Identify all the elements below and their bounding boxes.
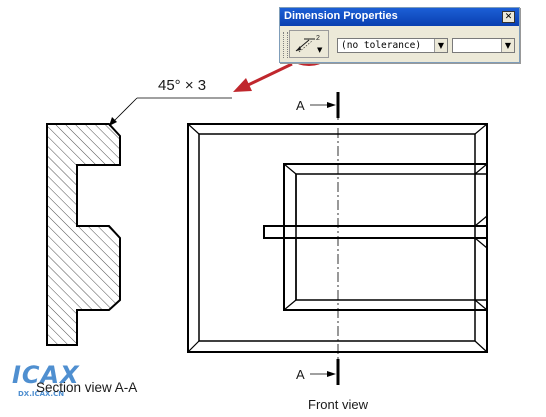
chamfer-callout-text: 45° × 3 <box>158 77 206 94</box>
chevron-down-icon: ▼ <box>317 46 323 54</box>
close-icon[interactable]: ✕ <box>502 11 515 23</box>
front-view <box>187 123 488 353</box>
watermark-logo-text: ICAX <box>12 361 80 389</box>
pointer-arrow <box>233 62 293 92</box>
toolbar-title: Dimension Properties <box>284 10 398 22</box>
cut-label-top: A <box>296 98 305 113</box>
chamfer-callout: 45° × 3 <box>108 77 232 127</box>
chevron-down-icon[interactable]: ▼ <box>501 39 514 52</box>
front-tongue <box>263 225 487 239</box>
tolerance-select[interactable]: (no tolerance) ▼ <box>337 38 448 53</box>
watermark-logo: ICAX DX.ICAX.CN <box>10 361 79 411</box>
chevron-down-icon[interactable]: ▼ <box>434 39 447 52</box>
section-view-caption: Section view A-A <box>36 380 138 395</box>
tolerance-select-value: (no tolerance) <box>341 40 422 51</box>
dimension-properties-toolbar: Dimension Properties ✕ 2 ▼ (no tolerance… <box>279 7 520 63</box>
toolbar-grip[interactable] <box>283 32 288 58</box>
cutting-plane: A A <box>296 92 340 385</box>
dimension-style-button[interactable]: 2 ▼ <box>289 30 329 58</box>
front-view-caption: Front view <box>308 397 368 412</box>
dimension-style-icon: 2 <box>295 35 320 53</box>
toolbar-title-bar[interactable]: Dimension Properties ✕ <box>280 8 519 26</box>
cut-label-bottom: A <box>296 367 305 382</box>
watermark-sub-text: DX.ICAX.CN <box>18 390 65 398</box>
precision-select[interactable]: ▼ <box>452 38 515 53</box>
section-view <box>46 123 121 346</box>
section-hatched-profile <box>46 123 121 346</box>
leader-arrowhead <box>109 117 117 126</box>
style-superscript: 2 <box>316 35 320 42</box>
